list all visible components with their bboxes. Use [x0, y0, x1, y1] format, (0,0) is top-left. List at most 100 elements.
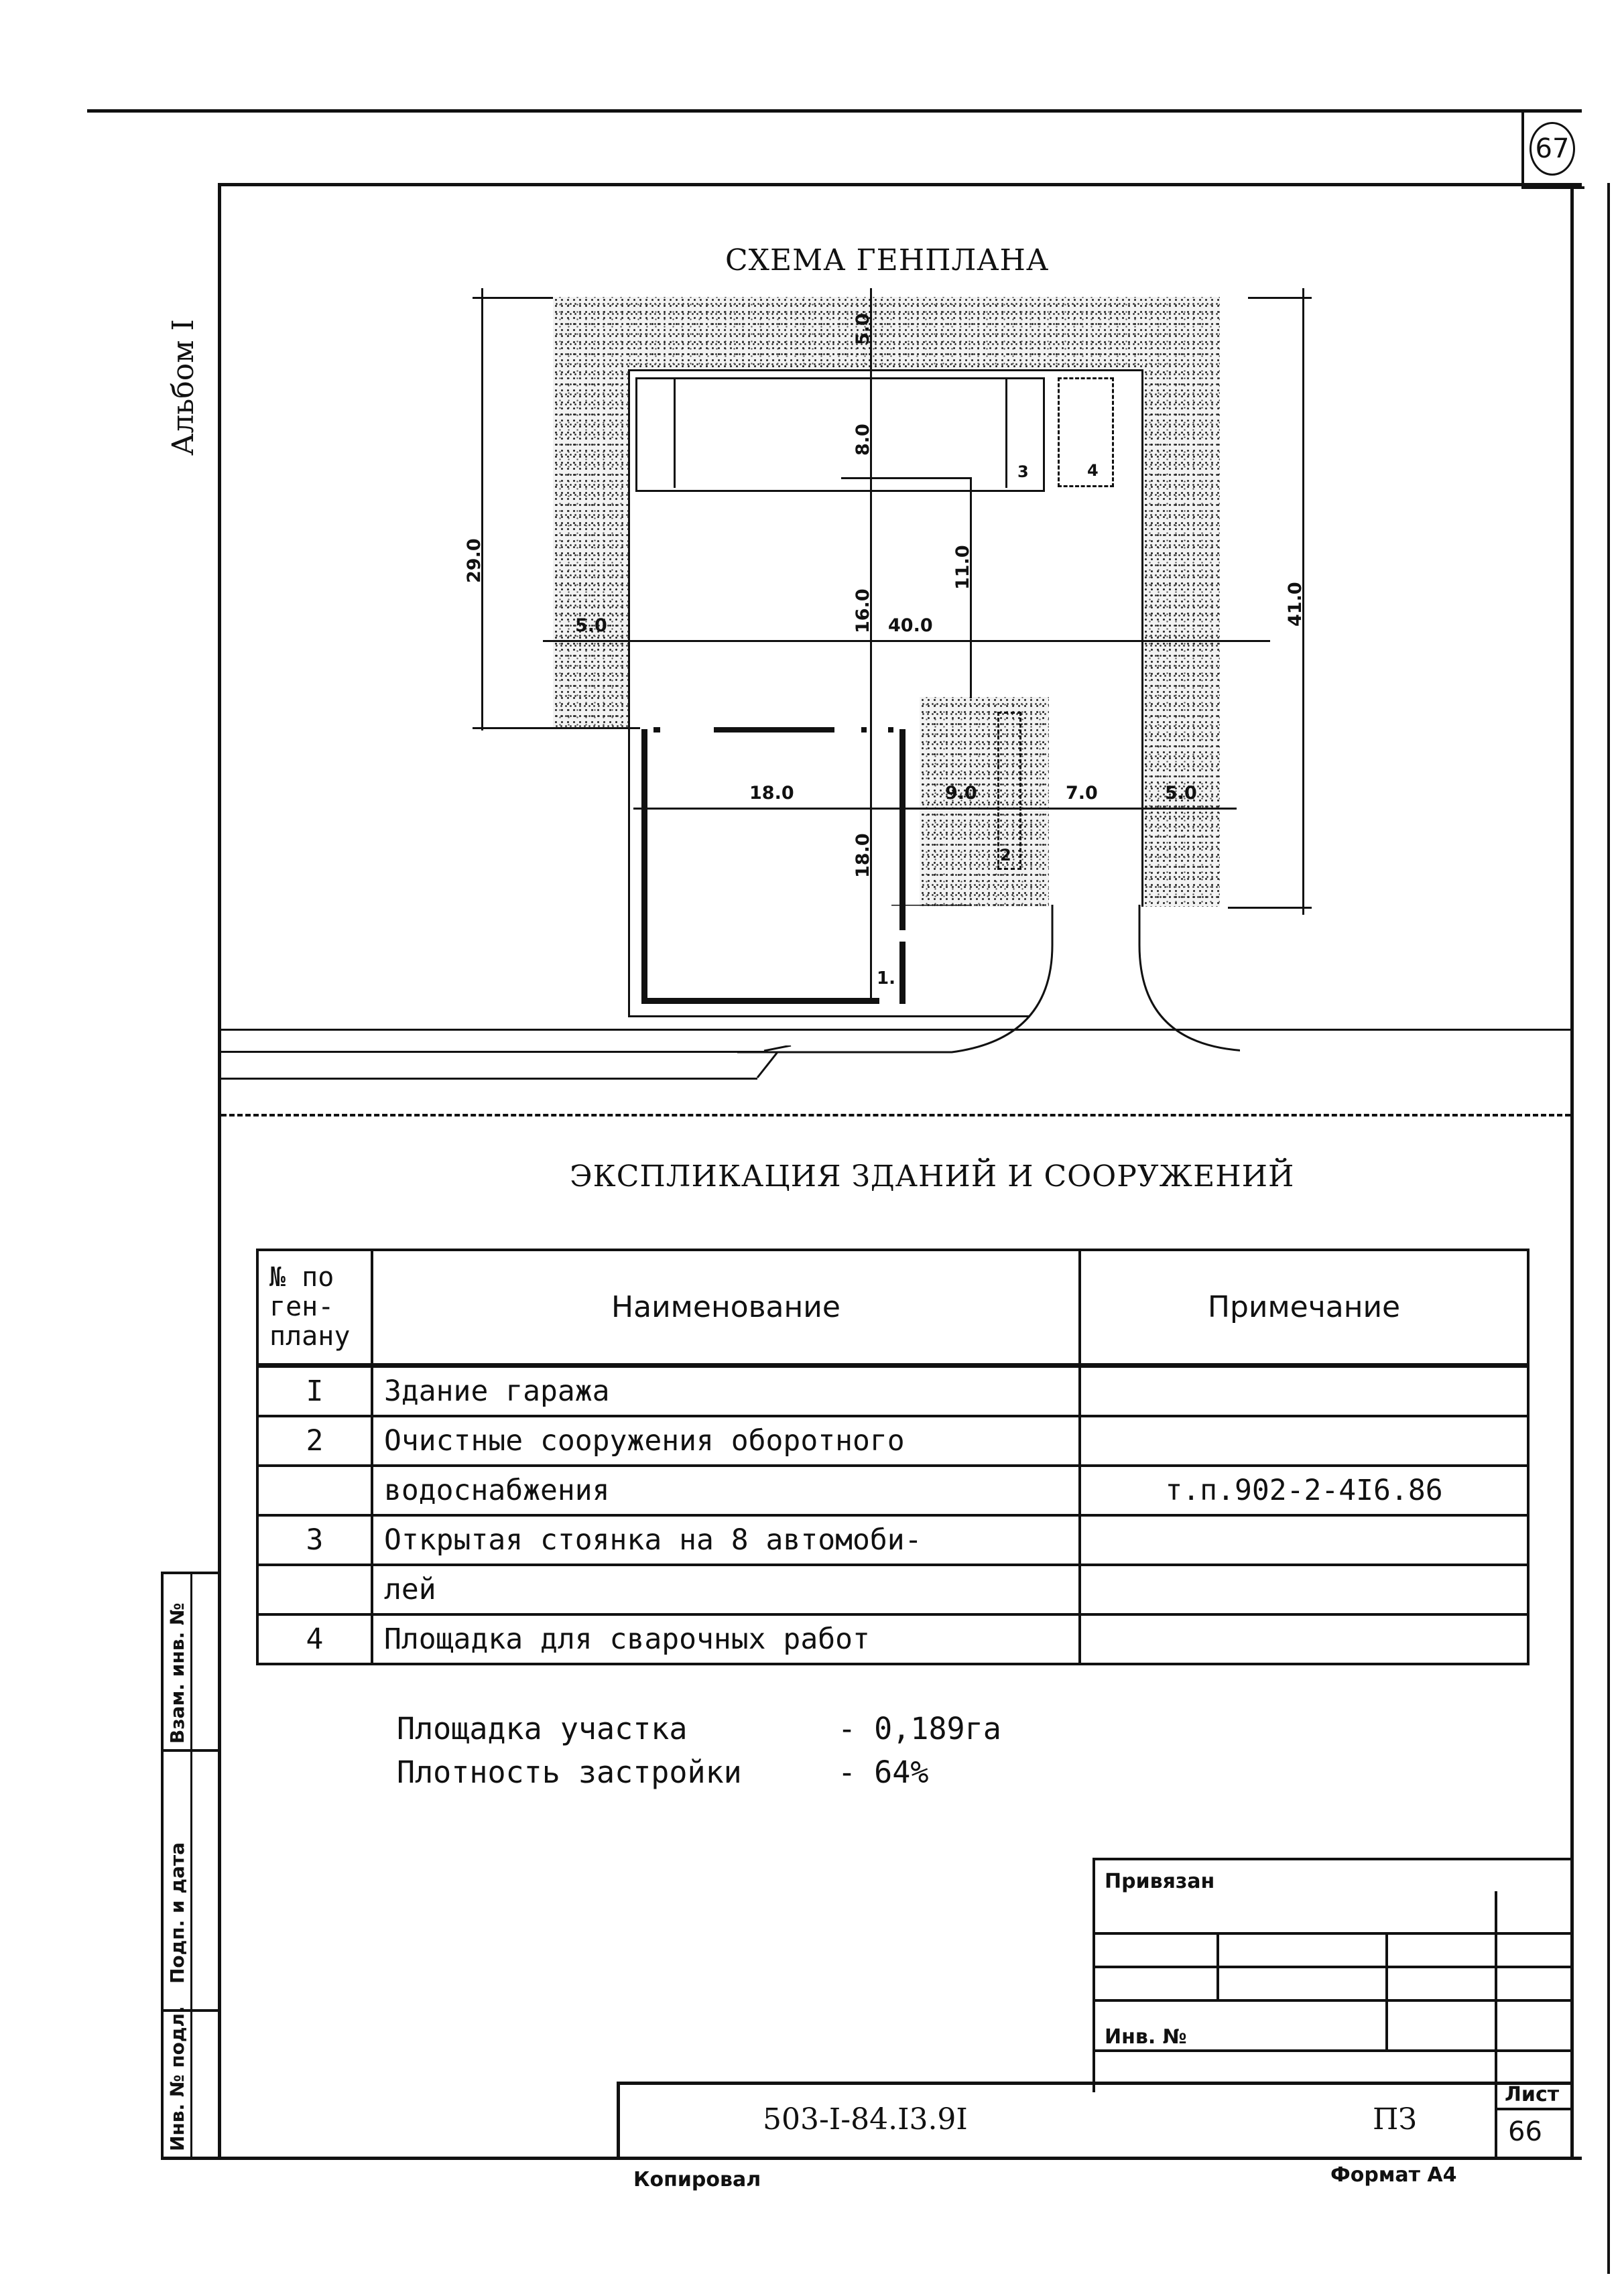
dim-label-9: 9.0: [945, 783, 977, 804]
dim-right-bottom-ext: [1228, 907, 1312, 909]
dim-label-16: 16.0: [853, 588, 873, 633]
row-num: I: [256, 1364, 373, 1417]
marker-1: 1.: [877, 968, 895, 988]
row-num: [256, 1563, 373, 1616]
row-num: 4: [256, 1612, 373, 1665]
dim-left-top-ext: [473, 297, 553, 299]
row-note: т.п.902-2-4I6.86: [1078, 1464, 1530, 1517]
header-note: Примечание: [1078, 1249, 1530, 1368]
perimeter-left: [553, 297, 628, 729]
side-stamp-left: [161, 1572, 164, 2160]
garage-wall-top-tick3: [888, 727, 893, 732]
frame-left: [218, 183, 221, 2160]
row-num: 3: [256, 1513, 373, 1566]
tb-col-2: [1385, 1932, 1388, 2049]
welding-area: [1058, 377, 1114, 487]
garage-outer-bottom: [628, 1015, 1030, 1017]
marker-2: 2: [1000, 846, 1011, 865]
copied-label: Копировал: [633, 2168, 761, 2191]
inner-left: [628, 369, 630, 729]
perimeter-right: [1143, 297, 1220, 907]
list-label: Лист: [1505, 2083, 1560, 2106]
explication-title: ЭКСПЛИКАЦИЯ ЗДАНИЙ И СООРУЖЕНИЙ: [570, 1159, 1295, 1194]
dim-label-5-top: 5.0: [853, 313, 873, 345]
row-note: [1078, 1563, 1530, 1616]
dim-horizontal-lower: [633, 808, 1237, 810]
inner-right: [1141, 369, 1143, 907]
table-row: I Здание гаража: [256, 1364, 1530, 1417]
inv-podl-label: Инв. № подл.: [166, 2006, 188, 2151]
side-stamp-mid: [190, 1572, 192, 2160]
dim-right-41: [1302, 288, 1304, 915]
tb-list-divider: [1495, 2108, 1570, 2110]
header-name: Наименование: [371, 1249, 1081, 1368]
table-row: 4 Площадка для сварочных работ: [256, 1612, 1530, 1665]
garage-wall-left: [641, 729, 647, 1004]
dim-label-11: 11.0: [952, 545, 973, 590]
dim-label-29: 29.0: [464, 538, 485, 583]
row-note: [1078, 1612, 1530, 1665]
garage-outer: [628, 729, 630, 1017]
entrance-road: [737, 905, 1240, 1054]
row-note: [1078, 1513, 1530, 1566]
tb-main-left: [617, 2082, 620, 2157]
tb-col-1: [1216, 1932, 1219, 1999]
margin-right-line: [1607, 183, 1610, 2274]
dim-left-bottom-ext: [473, 727, 640, 729]
dim-label-18-h: 18.0: [749, 783, 794, 804]
inv-no-label: Инв. №: [1105, 2025, 1187, 2049]
dim-label-41: 41.0: [1285, 582, 1306, 627]
treatment-structure: [920, 697, 1049, 907]
dim-label-8: 8.0: [853, 424, 873, 456]
album-label: Альбом I: [166, 319, 200, 456]
road-line-1: [221, 1029, 1570, 1031]
dash-dot-line: [221, 1114, 1570, 1117]
row-name: Площадка для сварочных работ: [371, 1612, 1081, 1665]
sheet-number-circle: 67: [1530, 122, 1575, 176]
marker-4: 4: [1087, 461, 1099, 480]
row-note: [1078, 1414, 1530, 1467]
garage-wall-right: [899, 729, 906, 930]
inner-top: [628, 369, 1143, 371]
table-row: водоснабжения т.п.902-2-4I6.86: [256, 1464, 1530, 1517]
garage-wall-top-tick2: [861, 727, 867, 732]
garage-wall-right-low: [899, 942, 906, 1004]
table-row: 3 Открытая стоянка на 8 автомоби-: [256, 1513, 1530, 1566]
dim-vertical-center: [870, 288, 872, 999]
tb-row-1: [1093, 1932, 1570, 1935]
top-rule: [87, 109, 1582, 113]
side-stamp-top: [161, 1572, 221, 1574]
scheme-title: СХЕМА ГЕНПЛАНА: [725, 243, 1050, 277]
sheet-number: 67: [1535, 133, 1570, 164]
frame-top: [218, 183, 1582, 186]
dim-vertical-11: [970, 477, 972, 698]
document-code: 503-I-84.I3.9I: [763, 2102, 968, 2136]
garage-wall-bottom: [641, 998, 879, 1004]
row-name: Здание гаража: [371, 1364, 1081, 1417]
dim-right-top-ext: [1248, 297, 1312, 299]
row-name: Открытая стоянка на 8 автомоби-: [371, 1513, 1081, 1566]
format-label: Формат А4: [1330, 2163, 1457, 2187]
sheet-number-box: [1521, 113, 1584, 189]
tb-row-2: [1093, 1966, 1570, 1968]
list-number: 66: [1508, 2116, 1542, 2147]
tb-privyazan-top: [1093, 1858, 1570, 1860]
explication-header-row: № по ген- плану Наименование Примечание: [256, 1249, 1530, 1368]
row-note: [1078, 1364, 1530, 1417]
explication-table: № по ген- плану Наименование Примечание …: [256, 1249, 1530, 1665]
perimeter-top: [553, 297, 1220, 369]
dim-label-40: 40.0: [888, 615, 933, 636]
header-num: № по ген- плану: [256, 1249, 373, 1368]
dim-horizontal-40: [543, 640, 1270, 642]
garage-wall-top-tick1: [653, 727, 660, 732]
parking-divider-1: [674, 377, 676, 488]
podp-data-label: Подп. и дата: [166, 1842, 188, 1984]
table-row: 2 Очистные сооружения оборотного: [256, 1414, 1530, 1467]
row-name: Очистные сооружения оборотного: [371, 1414, 1081, 1467]
vzam-inv-label: Взам. инв. №: [166, 1602, 188, 1744]
row-num: [256, 1464, 373, 1517]
dim-label-5-left: 5.0: [575, 615, 607, 636]
tb-col-3: [1495, 1891, 1497, 2157]
tb-privyazan-left: [1093, 1858, 1095, 2092]
treatment-inner: [997, 712, 1021, 870]
